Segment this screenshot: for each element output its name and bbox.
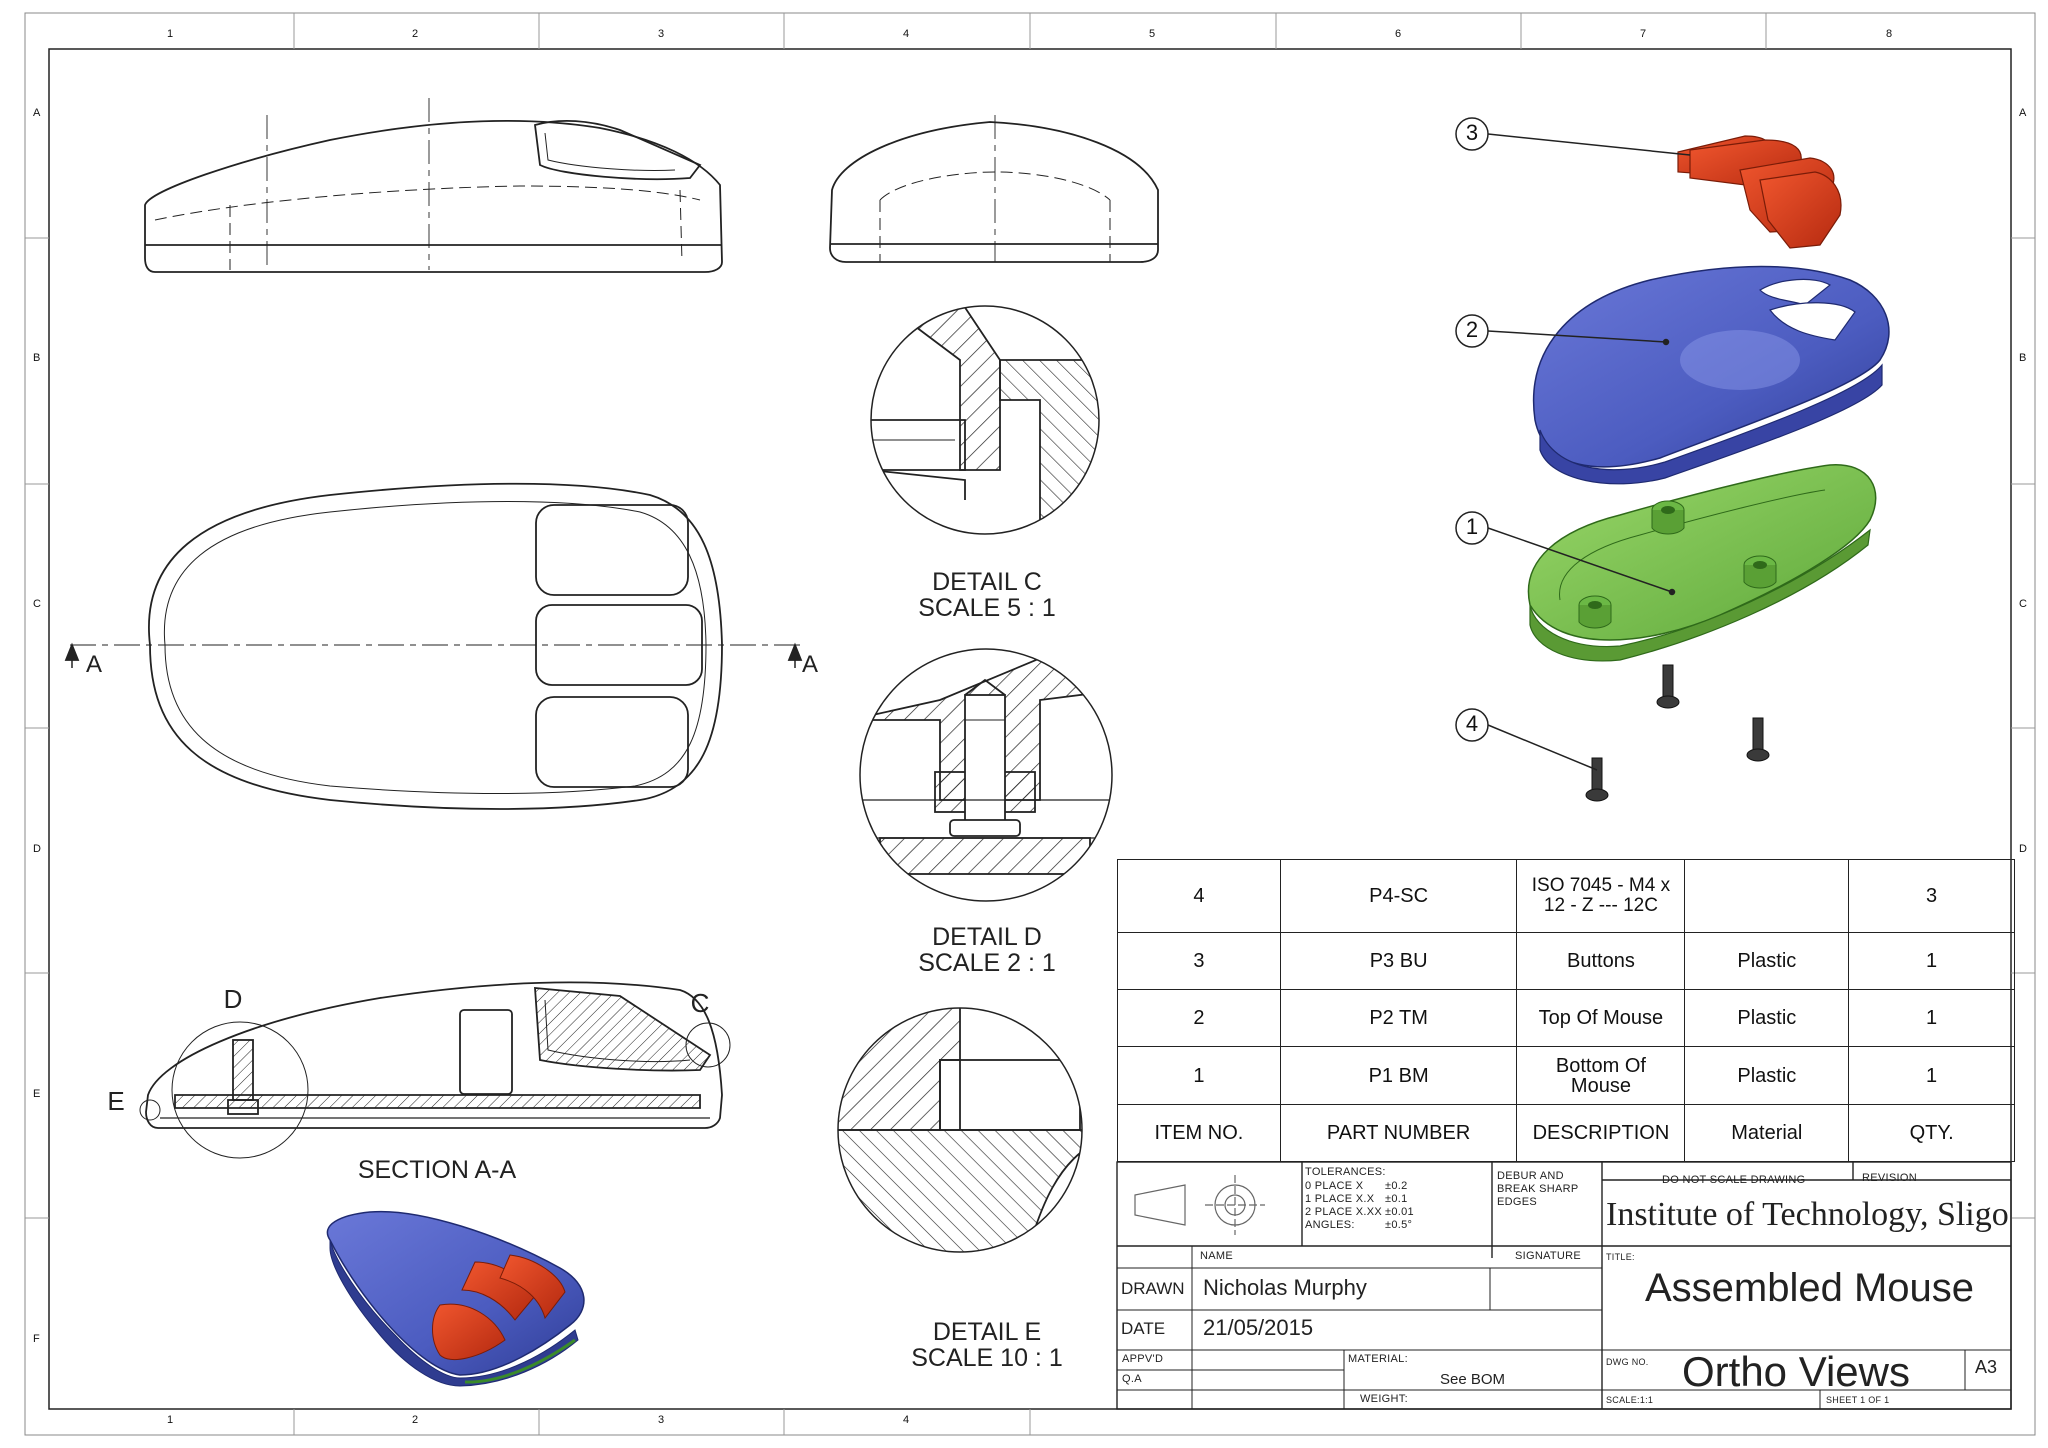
balloon-number: 4 <box>1465 711 1479 736</box>
section-marker-right: A <box>802 651 818 678</box>
tolerance-value: ±0.1 <box>1385 1193 1408 1205</box>
detail-d-label: DETAIL D <box>932 923 1042 951</box>
bom-desc: Top Of Mouse <box>1516 989 1686 1047</box>
standoffs <box>1578 500 1777 629</box>
drawn-label: DRAWN <box>1121 1279 1185 1298</box>
tolerance-value: ±0.2 <box>1385 1180 1408 1192</box>
exploded-assembly <box>1455 117 1890 802</box>
balloon-group <box>1455 117 1691 771</box>
bom-qty: 3 <box>1848 859 2015 933</box>
side-elevation-view <box>144 98 723 273</box>
bom-row: 3 P3 BU Buttons Plastic 1 <box>1117 932 2015 990</box>
drawn-name: Nicholas Murphy <box>1203 1275 1367 1300</box>
scale-label: SCALE:1:1 <box>1606 1395 1654 1405</box>
detail-e-view <box>837 1007 1083 1253</box>
title-label: TITLE: <box>1606 1252 1635 1262</box>
part-buttons <box>1677 135 1842 249</box>
date-label: DATE <box>1121 1319 1166 1338</box>
tolerance-value: ±0.5° <box>1385 1219 1413 1231</box>
third-angle-projection-icon <box>1134 1175 1265 1235</box>
tolerance-line: 1 PLACE X.X <box>1305 1193 1375 1205</box>
bom-part: P2 TM <box>1279 989 1518 1047</box>
bom-item: 1 <box>1117 1046 1281 1105</box>
tolerance-line: ANGLES: <box>1305 1219 1355 1231</box>
signature-label: SIGNATURE <box>1515 1250 1582 1262</box>
dwg-no-label: DWG NO. <box>1606 1357 1649 1367</box>
detail-c-label: DETAIL C <box>932 568 1042 596</box>
dwg-no-value: Ortho Views <box>1682 1348 1910 1395</box>
zone-ticks <box>25 13 2035 1435</box>
bom-part: P3 BU <box>1279 932 1518 990</box>
balloon-number: 2 <box>1465 317 1479 342</box>
detail-e-label: DETAIL E <box>933 1318 1041 1346</box>
bom-table: 4 P4-SC ISO 7045 - M4 x 12 - Z --- 12C 3… <box>1117 859 2015 1162</box>
end-elevation-view <box>829 115 1159 263</box>
detail-c-view <box>870 305 1100 535</box>
detail-d-view <box>859 648 1113 902</box>
bom-desc: Bottom Of Mouse <box>1516 1046 1686 1105</box>
tolerance-line: 2 PLACE X.XX <box>1305 1206 1382 1218</box>
part-bottom-shell <box>1527 464 1877 662</box>
bom-row: 4 P4-SC ISO 7045 - M4 x 12 - Z --- 12C 3 <box>1117 859 2015 933</box>
approved-label: APPV'D <box>1122 1353 1164 1365</box>
bom-header-material: Material <box>1684 1104 1850 1162</box>
bom-qty: 1 <box>1848 1046 2015 1105</box>
bom-qty: 1 <box>1848 989 2015 1047</box>
bom-item: 2 <box>1117 989 1281 1047</box>
bom-item: 4 <box>1117 859 1281 933</box>
bom-material: Plastic <box>1684 932 1850 990</box>
bom-header-qty: QTY. <box>1848 1104 2015 1162</box>
section-label: SECTION A-A <box>358 1156 517 1184</box>
bom-material: Plastic <box>1684 1046 1850 1105</box>
do-not-scale-note: DO NOT SCALE DRAWING <box>1662 1174 1806 1186</box>
bom-header-row: ITEM NO. PART NUMBER DESCRIPTION Materia… <box>1117 1104 2015 1162</box>
institute-name: Institute of Technology, Sligo <box>1606 1196 2009 1233</box>
tolerances-title: TOLERANCES: <box>1305 1166 1386 1178</box>
sheet-size: A3 <box>1975 1357 1998 1377</box>
plan-view <box>64 482 803 810</box>
name-label: NAME <box>1200 1250 1233 1262</box>
bom-desc: ISO 7045 - M4 x 12 - Z --- 12C <box>1516 859 1686 933</box>
detail-c-scale: SCALE 5 : 1 <box>918 594 1056 622</box>
balloon-number: 3 <box>1465 120 1479 145</box>
bom-part: P4-SC <box>1279 859 1518 933</box>
tolerance-value: ±0.01 <box>1385 1206 1414 1218</box>
bom-header-item: ITEM NO. <box>1117 1104 1281 1162</box>
date-value: 21/05/2015 <box>1203 1315 1314 1340</box>
bom-item: 3 <box>1117 932 1281 990</box>
bom-header-desc: DESCRIPTION <box>1516 1104 1686 1162</box>
part-top-shell <box>1532 265 1890 485</box>
part-screws <box>1585 664 1770 802</box>
assembled-iso-view <box>326 1210 585 1387</box>
weight-label: WEIGHT: <box>1360 1393 1408 1405</box>
bom-qty: 1 <box>1848 932 2015 990</box>
debur-note: DEBUR AND BREAK SHARP EDGES <box>1497 1170 1579 1208</box>
callout-e: E <box>107 1086 124 1116</box>
bom-desc: Buttons <box>1516 932 1686 990</box>
title-block-grid <box>1116 1161 2012 1410</box>
detail-d-scale: SCALE 2 : 1 <box>918 949 1056 977</box>
section-view <box>139 981 731 1159</box>
bom-header-part: PART NUMBER <box>1279 1104 1518 1162</box>
bom-material: Plastic <box>1684 989 1850 1047</box>
bom-part: P1 BM <box>1279 1046 1518 1105</box>
drawing-title: Assembled Mouse <box>1645 1266 1975 1310</box>
qa-label: Q.A <box>1122 1373 1142 1385</box>
bom-row: 1 P1 BM Bottom Of Mouse Plastic 1 <box>1117 1046 2015 1105</box>
tolerance-line: 0 PLACE X <box>1305 1180 1364 1192</box>
detail-e-scale: SCALE 10 : 1 <box>911 1344 1062 1372</box>
callout-c: C <box>691 988 710 1018</box>
bom-row: 2 P2 TM Top Of Mouse Plastic 1 <box>1117 989 2015 1047</box>
material-label: MATERIAL: <box>1348 1353 1408 1365</box>
sheet-number: SHEET 1 OF 1 <box>1826 1395 1890 1405</box>
balloon-number: 1 <box>1465 514 1479 539</box>
material-value: See BOM <box>1440 1371 1506 1388</box>
callout-d: D <box>224 984 243 1014</box>
revision-label: REVISION <box>1862 1172 1917 1184</box>
bom-material <box>1684 859 1850 933</box>
section-marker-left: A <box>86 651 102 678</box>
